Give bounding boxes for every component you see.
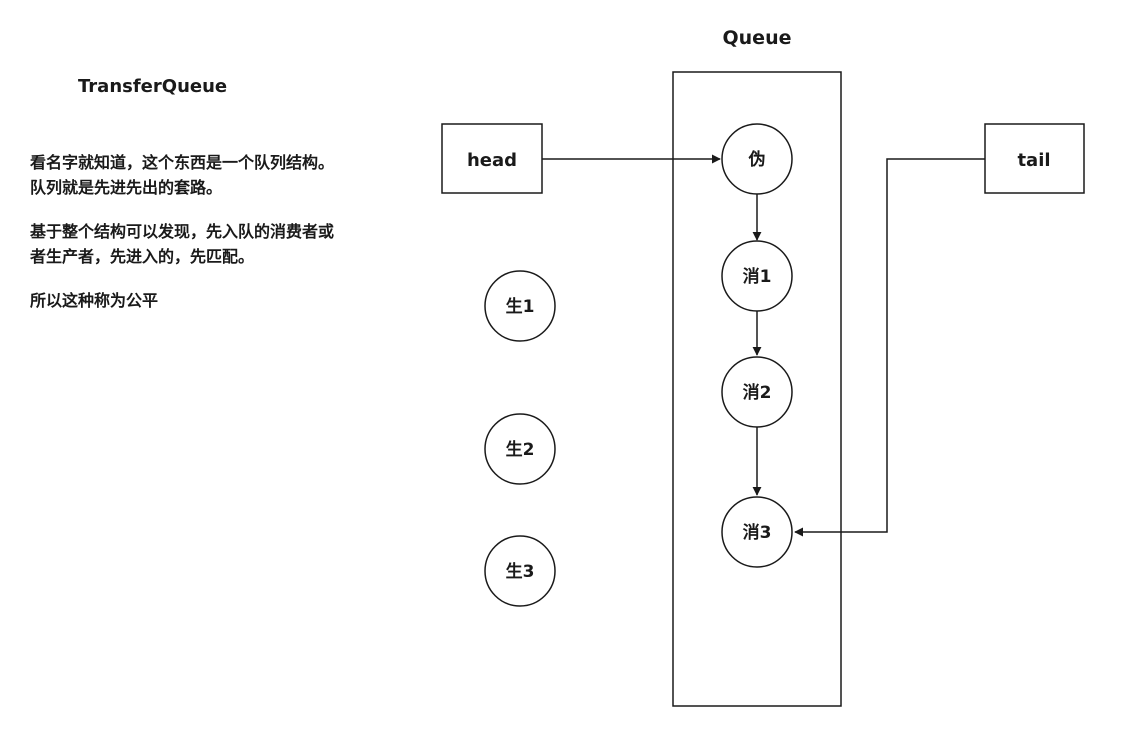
node-circle: [721, 356, 793, 428]
head-box-border: [441, 123, 543, 194]
node-label: 生1: [506, 296, 535, 317]
notes-line: 基于整个结构可以发现，先入队的消费者或: [30, 222, 335, 241]
node-circle: [484, 535, 556, 607]
notes-paragraph: 看名字就知道，这个东西是一个队列结构。 队列就是先进先出的套路。: [30, 150, 430, 200]
producer-node-2: 生2: [484, 413, 556, 485]
notes-paragraph: 基于整个结构可以发现，先入队的消费者或 者生产者，先进入的，先匹配。: [30, 219, 430, 269]
node-label: 消3: [743, 522, 772, 543]
tail-pointer-arrow: [794, 158, 985, 537]
notes-line: 者生产者，先进入的，先匹配。: [30, 247, 255, 266]
queue-node-consumer-2: 消2: [721, 356, 793, 428]
head-label: head: [467, 150, 517, 171]
notes-paragraph: 所以这种称为公平: [30, 288, 430, 313]
notes-text: 看名字就知道，这个东西是一个队列结构。 队列就是先进先出的套路。 基于整个结构可…: [30, 150, 430, 332]
tail-box-border: [984, 123, 1085, 194]
node-circle: [484, 270, 556, 342]
queue-label: Queue: [723, 27, 792, 49]
queue-node-consumer-3: 消3: [721, 496, 793, 568]
node-circle: [721, 240, 793, 312]
producer-node-3: 生3: [484, 535, 556, 607]
diagram-title: TransferQueue: [78, 76, 228, 97]
node-circle: [721, 496, 793, 568]
head-box: head: [441, 123, 543, 194]
tail-box: tail: [984, 123, 1085, 194]
node-label: 生2: [506, 439, 535, 460]
tail-label: tail: [1017, 150, 1050, 171]
node-circle: [484, 413, 556, 485]
queue-node-dummy: 伪: [721, 123, 793, 195]
notes-line: 队列就是先进先出的套路。: [30, 178, 223, 197]
notes-line: 所以这种称为公平: [30, 291, 159, 310]
queue-node-consumer-1: 消1: [721, 240, 793, 312]
queue-container: [672, 71, 842, 707]
node-label: 消1: [743, 266, 772, 287]
node-label: 伪: [748, 149, 766, 170]
node-label: 生3: [506, 561, 535, 582]
producer-node-1: 生1: [484, 270, 556, 342]
notes-line: 看名字就知道，这个东西是一个队列结构。: [30, 153, 335, 172]
node-label: 消2: [743, 382, 772, 403]
node-circle: [721, 123, 793, 195]
